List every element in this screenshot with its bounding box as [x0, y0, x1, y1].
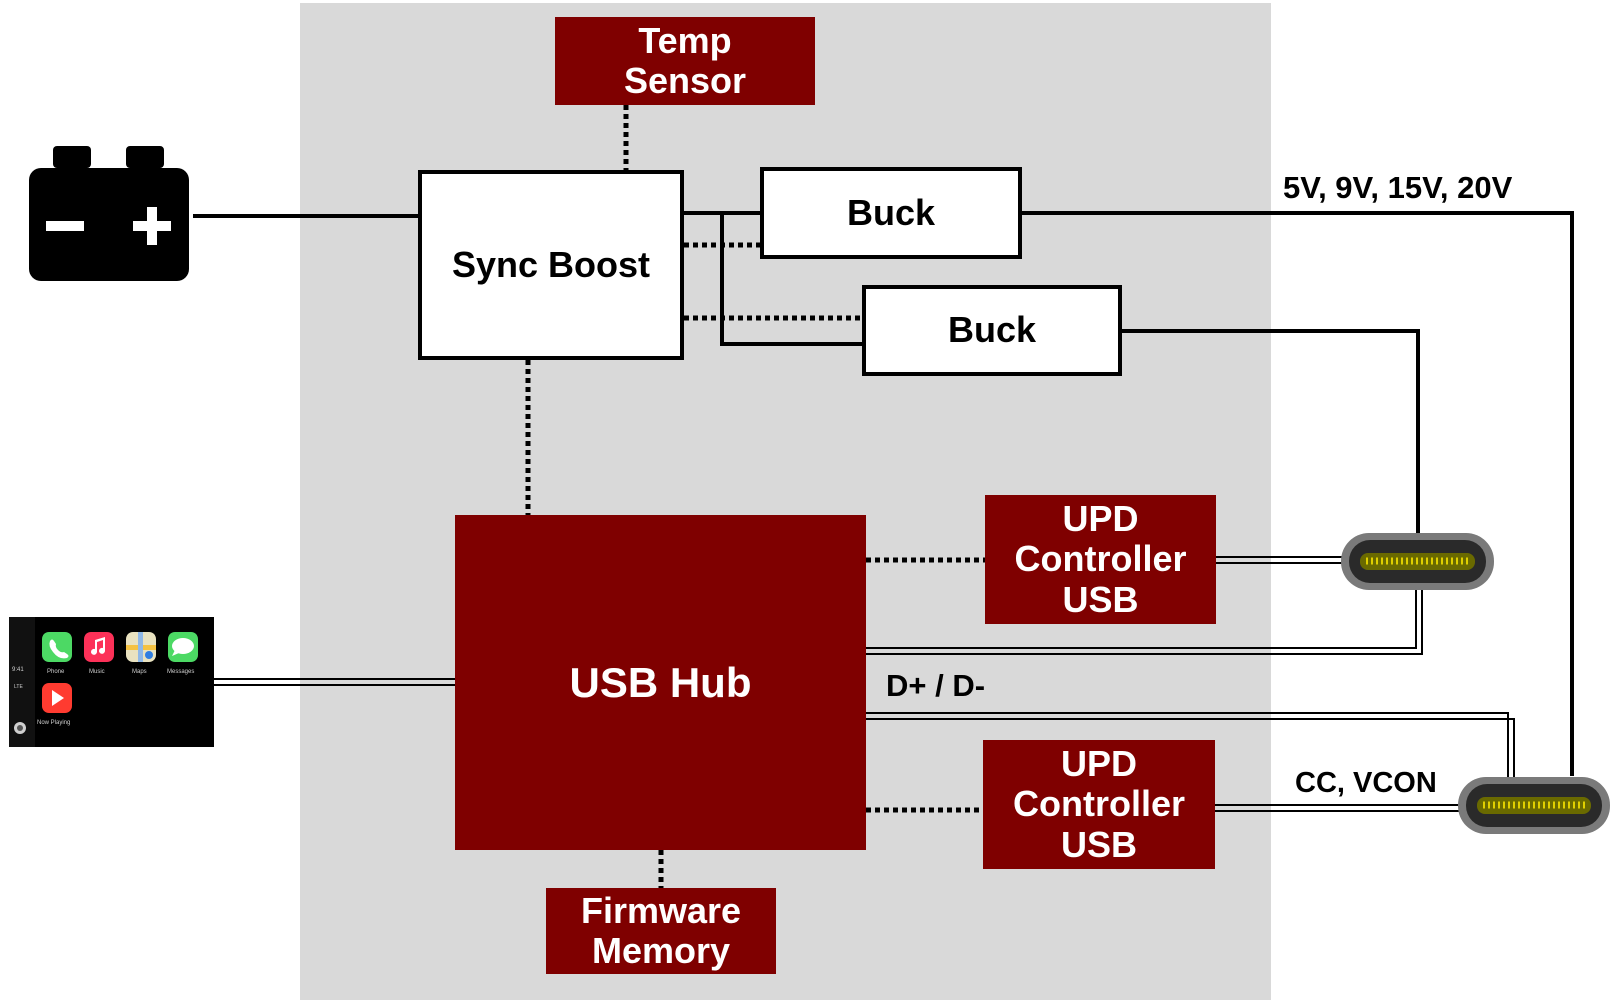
- app-label: Now Playing: [37, 720, 70, 726]
- music-icon: [84, 632, 114, 662]
- usb-hub-block: USB Hub: [455, 515, 866, 850]
- messages-icon: [168, 632, 198, 662]
- voltage-label: 5V, 9V, 15V, 20V: [1283, 170, 1512, 206]
- upd-controller-block-2: UPD Controller USB: [983, 740, 1215, 869]
- display-time: 9:41: [12, 667, 24, 673]
- data-lines-label: D+ / D-: [886, 668, 985, 704]
- app-label: Maps: [132, 669, 147, 675]
- display-network: LTE: [14, 684, 23, 690]
- app-label: Phone: [47, 669, 65, 675]
- upd-controller-block-1: UPD Controller USB: [985, 495, 1216, 624]
- usb-c-connector-icon: [1458, 777, 1610, 834]
- display-screen-icon: 9:41 LTE Phone Music Maps Messages: [9, 617, 214, 747]
- phone-icon: [42, 632, 72, 662]
- battery-minus-sign: [46, 221, 84, 231]
- temp-sensor-block: Temp Sensor: [555, 17, 815, 105]
- app-label: Music: [89, 669, 105, 675]
- app-label: Messages: [167, 669, 194, 675]
- sync-boost-block: Sync Boost: [418, 170, 684, 360]
- usb-c-connector-icon: [1341, 533, 1494, 590]
- cc-vcon-label: CC, VCON: [1295, 767, 1437, 800]
- firmware-memory-block: Firmware Memory: [546, 888, 776, 974]
- battery-icon: [29, 146, 189, 281]
- maps-icon: [126, 632, 156, 662]
- buck-block-1: Buck: [760, 167, 1022, 259]
- now-playing-icon: [42, 683, 72, 713]
- buck-block-2: Buck: [862, 285, 1122, 376]
